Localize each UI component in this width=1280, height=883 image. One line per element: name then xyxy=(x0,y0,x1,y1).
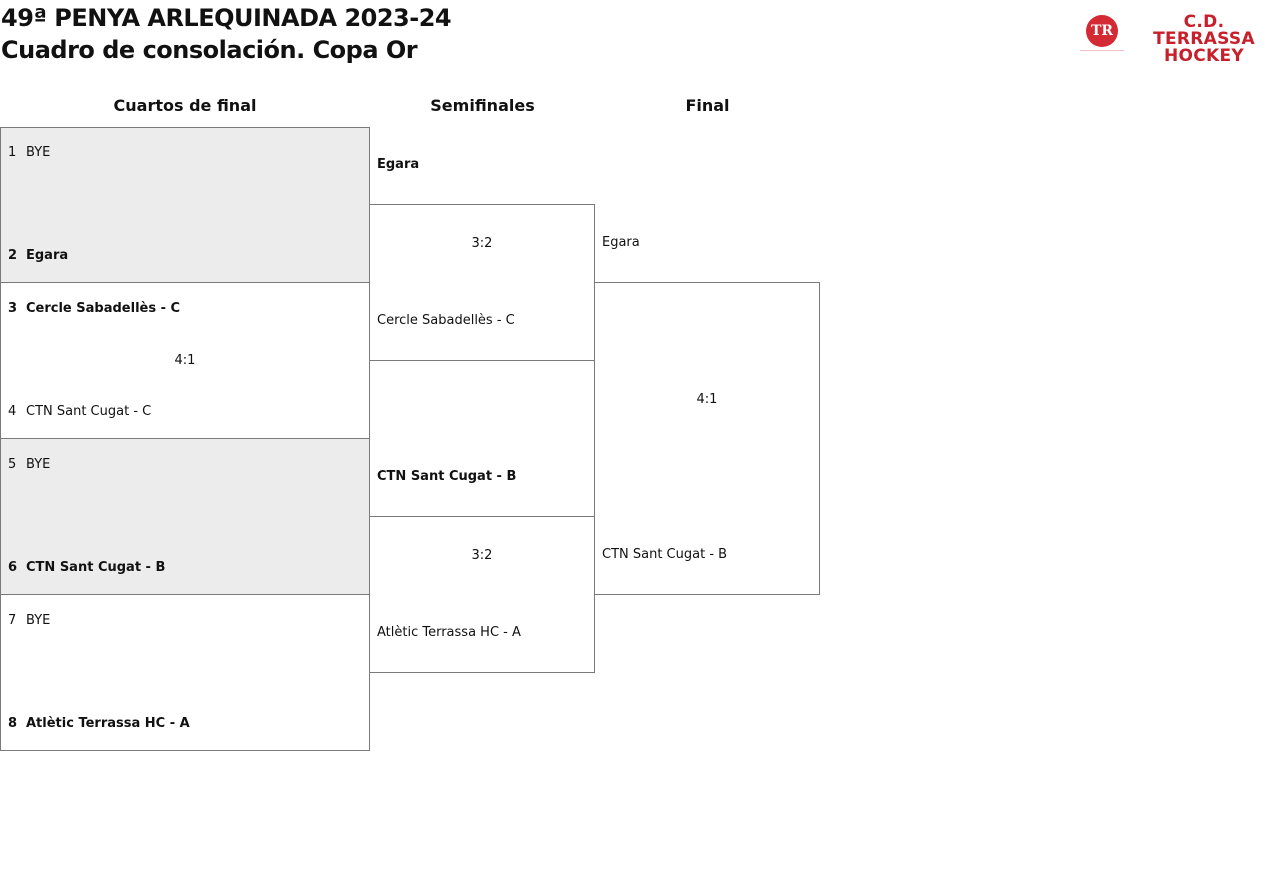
quarterfinal-2-team-a: 3 Cercle Sabadellès - C xyxy=(8,300,180,318)
semifinal-match-2: 3:2 Atlètic Terrassa HC - A xyxy=(369,516,595,673)
quarterfinal-3-team-b: 6 CTN Sant Cugat - B xyxy=(8,559,165,577)
team-name: CTN Sant Cugat - B xyxy=(26,560,166,575)
quarterfinal-1-team-a: 1 BYE xyxy=(8,144,50,162)
seed-number: 6 xyxy=(8,560,18,575)
semifinal-2-score: 3:2 xyxy=(471,548,493,563)
quarterfinal-match-3: 5 BYE 6 CTN Sant Cugat - B xyxy=(0,438,370,595)
club-logo: TR C.D. TERRASSA HOCKEY xyxy=(1080,12,1276,65)
semifinals-heading: Semifinales xyxy=(430,96,535,115)
semifinal-1-team-b: Cercle Sabadellès - C xyxy=(377,313,515,328)
semifinal-match-1: 3:2 Cercle Sabadellès - C xyxy=(369,204,595,361)
page-title: 49ª PENYA ARLEQUINADA 2023-24 Cuadro de … xyxy=(1,2,452,66)
final-match: 4:1 CTN Sant Cugat - B xyxy=(594,282,820,595)
semifinal-2-team-b: Atlètic Terrassa HC - A xyxy=(377,625,521,640)
final-heading: Final xyxy=(685,96,730,115)
seed-number: 7 xyxy=(8,613,17,628)
seed-number: 5 xyxy=(8,457,17,472)
quarterfinal-4-team-b: 8 Atlètic Terrassa HC - A xyxy=(8,715,190,733)
quarterfinal-2-score: 4:1 xyxy=(174,353,196,368)
team-name: Egara xyxy=(26,248,69,263)
final-team-b: CTN Sant Cugat - B xyxy=(602,547,728,562)
final-score: 4:1 xyxy=(696,392,718,407)
team-name: BYE xyxy=(26,145,51,160)
bracket-name: Cuadro de consolación. Copa Or xyxy=(1,36,418,64)
seed-number: 8 xyxy=(8,716,18,731)
quarterfinal-match-4: 7 BYE 8 Atlètic Terrassa HC - A xyxy=(0,594,370,751)
team-name: BYE xyxy=(26,457,51,472)
quarterfinal-match-2: 3 Cercle Sabadellès - C 4:1 4 CTN Sant Cug… xyxy=(0,282,370,439)
club-logo-text-line2: HOCKEY xyxy=(1163,46,1245,66)
team-name: BYE xyxy=(26,613,51,628)
quarterfinal-2-team-b: 4 CTN Sant Cugat - C xyxy=(8,403,151,421)
seed-number: 3 xyxy=(8,301,18,316)
seed-number: 4 xyxy=(8,404,17,419)
tournament-name: 49ª PENYA ARLEQUINADA 2023-24 xyxy=(1,4,452,32)
team-name: Cercle Sabadellès - C xyxy=(26,301,181,316)
club-logo-text: C.D. TERRASSA HOCKEY xyxy=(1132,14,1276,65)
quarterfinals-heading: Cuartos de final xyxy=(113,96,257,115)
crest-underline xyxy=(1080,50,1124,51)
semifinal-1-team-a: Egara xyxy=(377,157,420,172)
quarterfinal-1-team-b: 2 Egara xyxy=(8,247,68,265)
team-name: CTN Sant Cugat - C xyxy=(26,404,152,419)
semifinal-1-score: 3:2 xyxy=(471,236,493,251)
semifinal-2-team-a: CTN Sant Cugat - B xyxy=(377,469,517,484)
quarterfinal-3-team-a: 5 BYE xyxy=(8,456,50,474)
final-team-a: Egara xyxy=(602,235,640,250)
team-name: Atlètic Terrassa HC - A xyxy=(26,716,190,731)
quarterfinal-4-team-a: 7 BYE xyxy=(8,612,50,630)
seed-number: 2 xyxy=(8,248,18,263)
club-crest-icon: TR xyxy=(1086,15,1118,47)
quarterfinal-match-1: 1 BYE 2 Egara xyxy=(0,127,370,283)
seed-number: 1 xyxy=(8,145,17,160)
club-logo-text-line1: C.D. TERRASSA xyxy=(1153,12,1255,49)
